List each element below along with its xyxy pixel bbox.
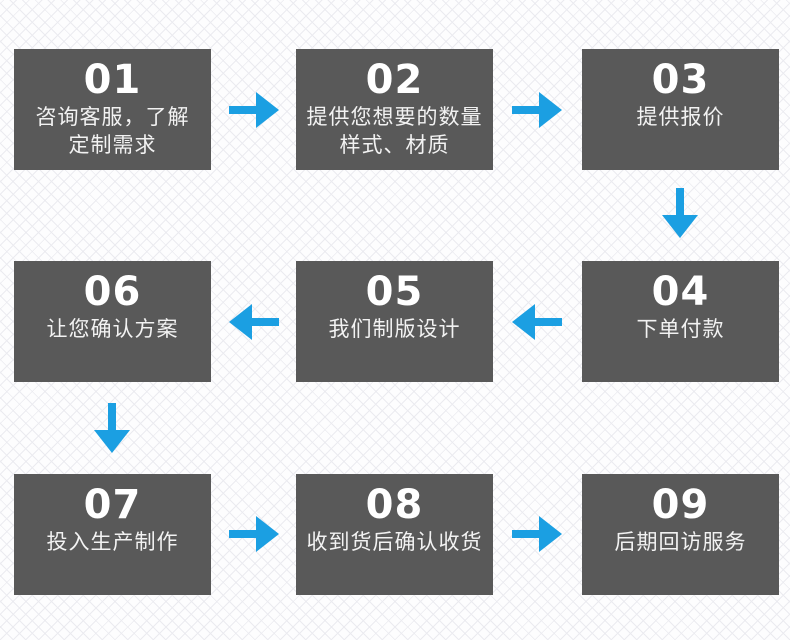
- step-box-07: 07 投入生产制作: [14, 474, 211, 595]
- arrow-right-icon: [228, 89, 280, 131]
- step-label-line1: 下单付款: [636, 317, 725, 342]
- arrow-down-icon: [91, 402, 133, 454]
- step-number: 01: [83, 57, 142, 103]
- step-label-line1: 投入生产制作: [46, 530, 179, 555]
- step-box-04: 04 下单付款: [582, 261, 779, 382]
- step-number: 06: [83, 269, 142, 315]
- step-label-line1: 提供您想要的数量: [306, 105, 483, 130]
- arrow-right-icon: [511, 513, 563, 555]
- step-number: 02: [365, 57, 424, 103]
- step-label-line1: 让您确认方案: [46, 317, 179, 342]
- step-label-line1: 提供报价: [636, 105, 725, 130]
- step-number: 09: [651, 482, 710, 528]
- step-number: 05: [365, 269, 424, 315]
- step-box-03: 03 提供报价: [582, 49, 779, 170]
- step-box-08: 08 收到货后确认收货: [296, 474, 493, 595]
- step-label-line1: 后期回访服务: [614, 530, 747, 555]
- step-number: 04: [651, 269, 710, 315]
- step-label-line1: 我们制版设计: [328, 317, 461, 342]
- arrow-down-icon: [659, 187, 701, 239]
- step-box-01: 01 咨询客服，了解 定制需求: [14, 49, 211, 170]
- step-label-line1: 收到货后确认收货: [306, 530, 483, 555]
- step-number: 03: [651, 57, 710, 103]
- step-label-line2: 样式、材质: [339, 132, 450, 157]
- step-number: 07: [83, 482, 142, 528]
- arrow-right-icon: [228, 513, 280, 555]
- step-label-line2: 定制需求: [68, 132, 157, 157]
- step-box-06: 06 让您确认方案: [14, 261, 211, 382]
- step-box-05: 05 我们制版设计: [296, 261, 493, 382]
- step-label-line1: 咨询客服，了解: [35, 105, 190, 130]
- step-box-09: 09 后期回访服务: [582, 474, 779, 595]
- step-box-02: 02 提供您想要的数量 样式、材质: [296, 49, 493, 170]
- arrow-left-icon: [511, 301, 563, 343]
- arrow-left-icon: [228, 301, 280, 343]
- step-number: 08: [365, 482, 424, 528]
- arrow-right-icon: [511, 89, 563, 131]
